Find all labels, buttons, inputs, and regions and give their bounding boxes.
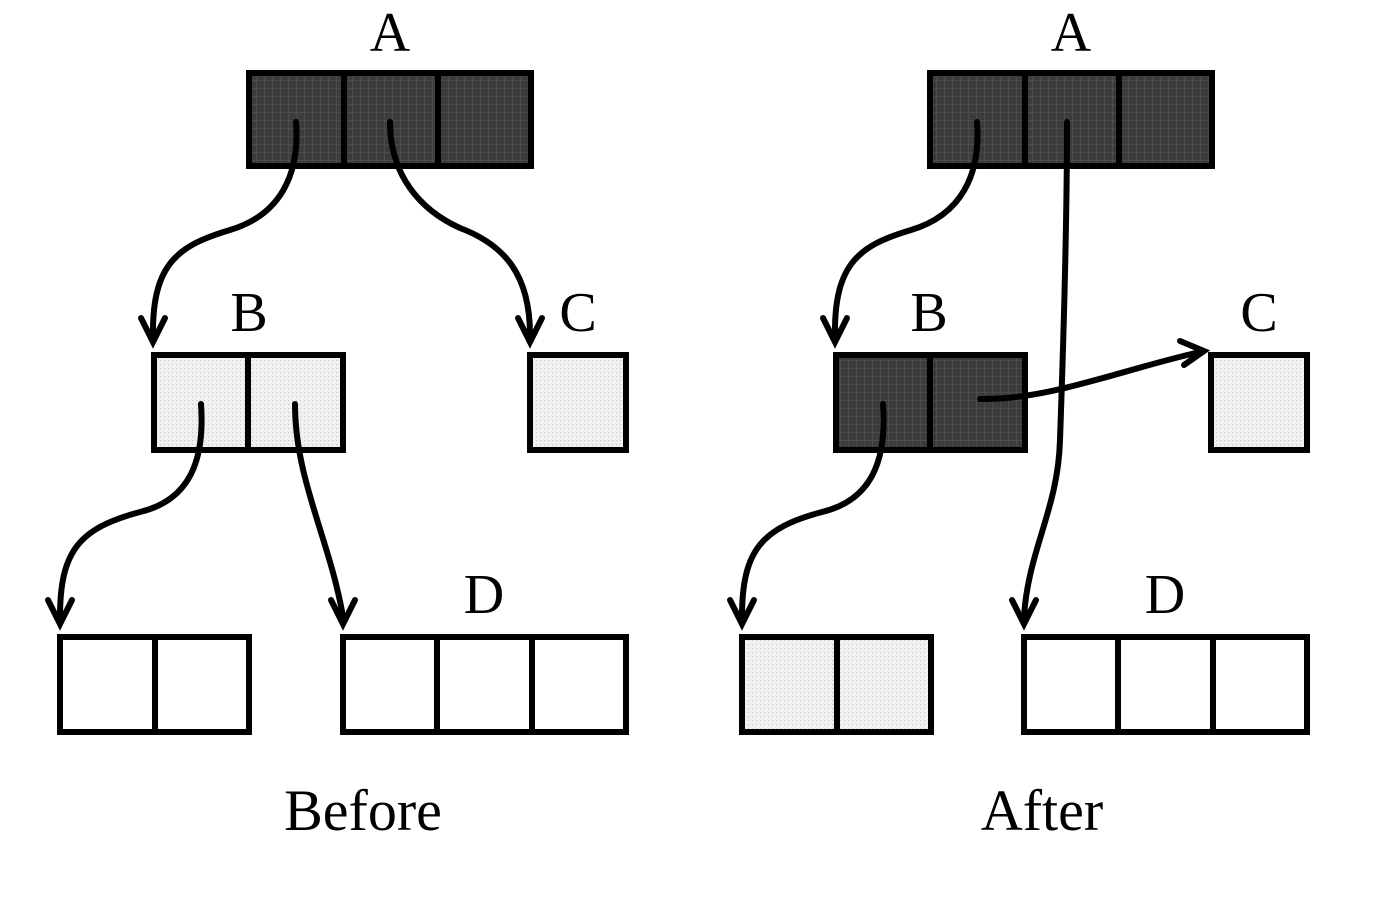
before-node-leaf [57,634,252,735]
before-node-b [151,352,346,453]
before-edges [45,119,545,631]
before-arrowhead-b-d [328,597,358,631]
before-arrowhead-b-leaf [45,597,75,631]
after-edge-b-c [977,349,1203,403]
after-label-b: B [910,282,947,344]
before-edge-a-c [387,119,533,338]
after-node-c [1208,352,1310,453]
before-node-a [246,70,534,169]
before-arrowhead-a-c [515,315,545,349]
after-edge-b-leaf [739,401,887,620]
after-panel: A B C D [727,2,1310,843]
before-caption: Before [284,778,442,843]
after-arrowhead-a-d [1009,597,1039,631]
after-edges [727,119,1211,631]
after-edge-a-d [1021,119,1070,620]
after-label-c: C [1240,282,1277,344]
after-edge-a-b [831,119,981,338]
before-edge-b-leaf [57,401,205,620]
before-panel: A B C D [45,2,629,843]
before-edge-a-b [149,119,300,338]
after-label-a: A [1051,2,1092,64]
after-node-a [927,70,1215,169]
after-node-b [833,352,1028,453]
before-label-d: D [464,564,504,626]
before-label-a: A [370,2,411,64]
after-node-leaf [739,634,934,735]
before-label-c: C [559,282,596,344]
before-arrowhead-a-b [138,315,168,349]
after-arrowhead-b-leaf [727,597,757,631]
before-node-d [340,634,629,735]
after-caption: After [981,778,1103,843]
after-arrowhead-a-b [820,315,850,349]
before-edge-b-d [292,401,346,620]
after-node-d [1021,634,1310,735]
after-arrowhead-b-c [1177,338,1211,368]
after-label-d: D [1145,564,1185,626]
before-node-c [527,352,629,453]
before-label-b: B [230,282,267,344]
